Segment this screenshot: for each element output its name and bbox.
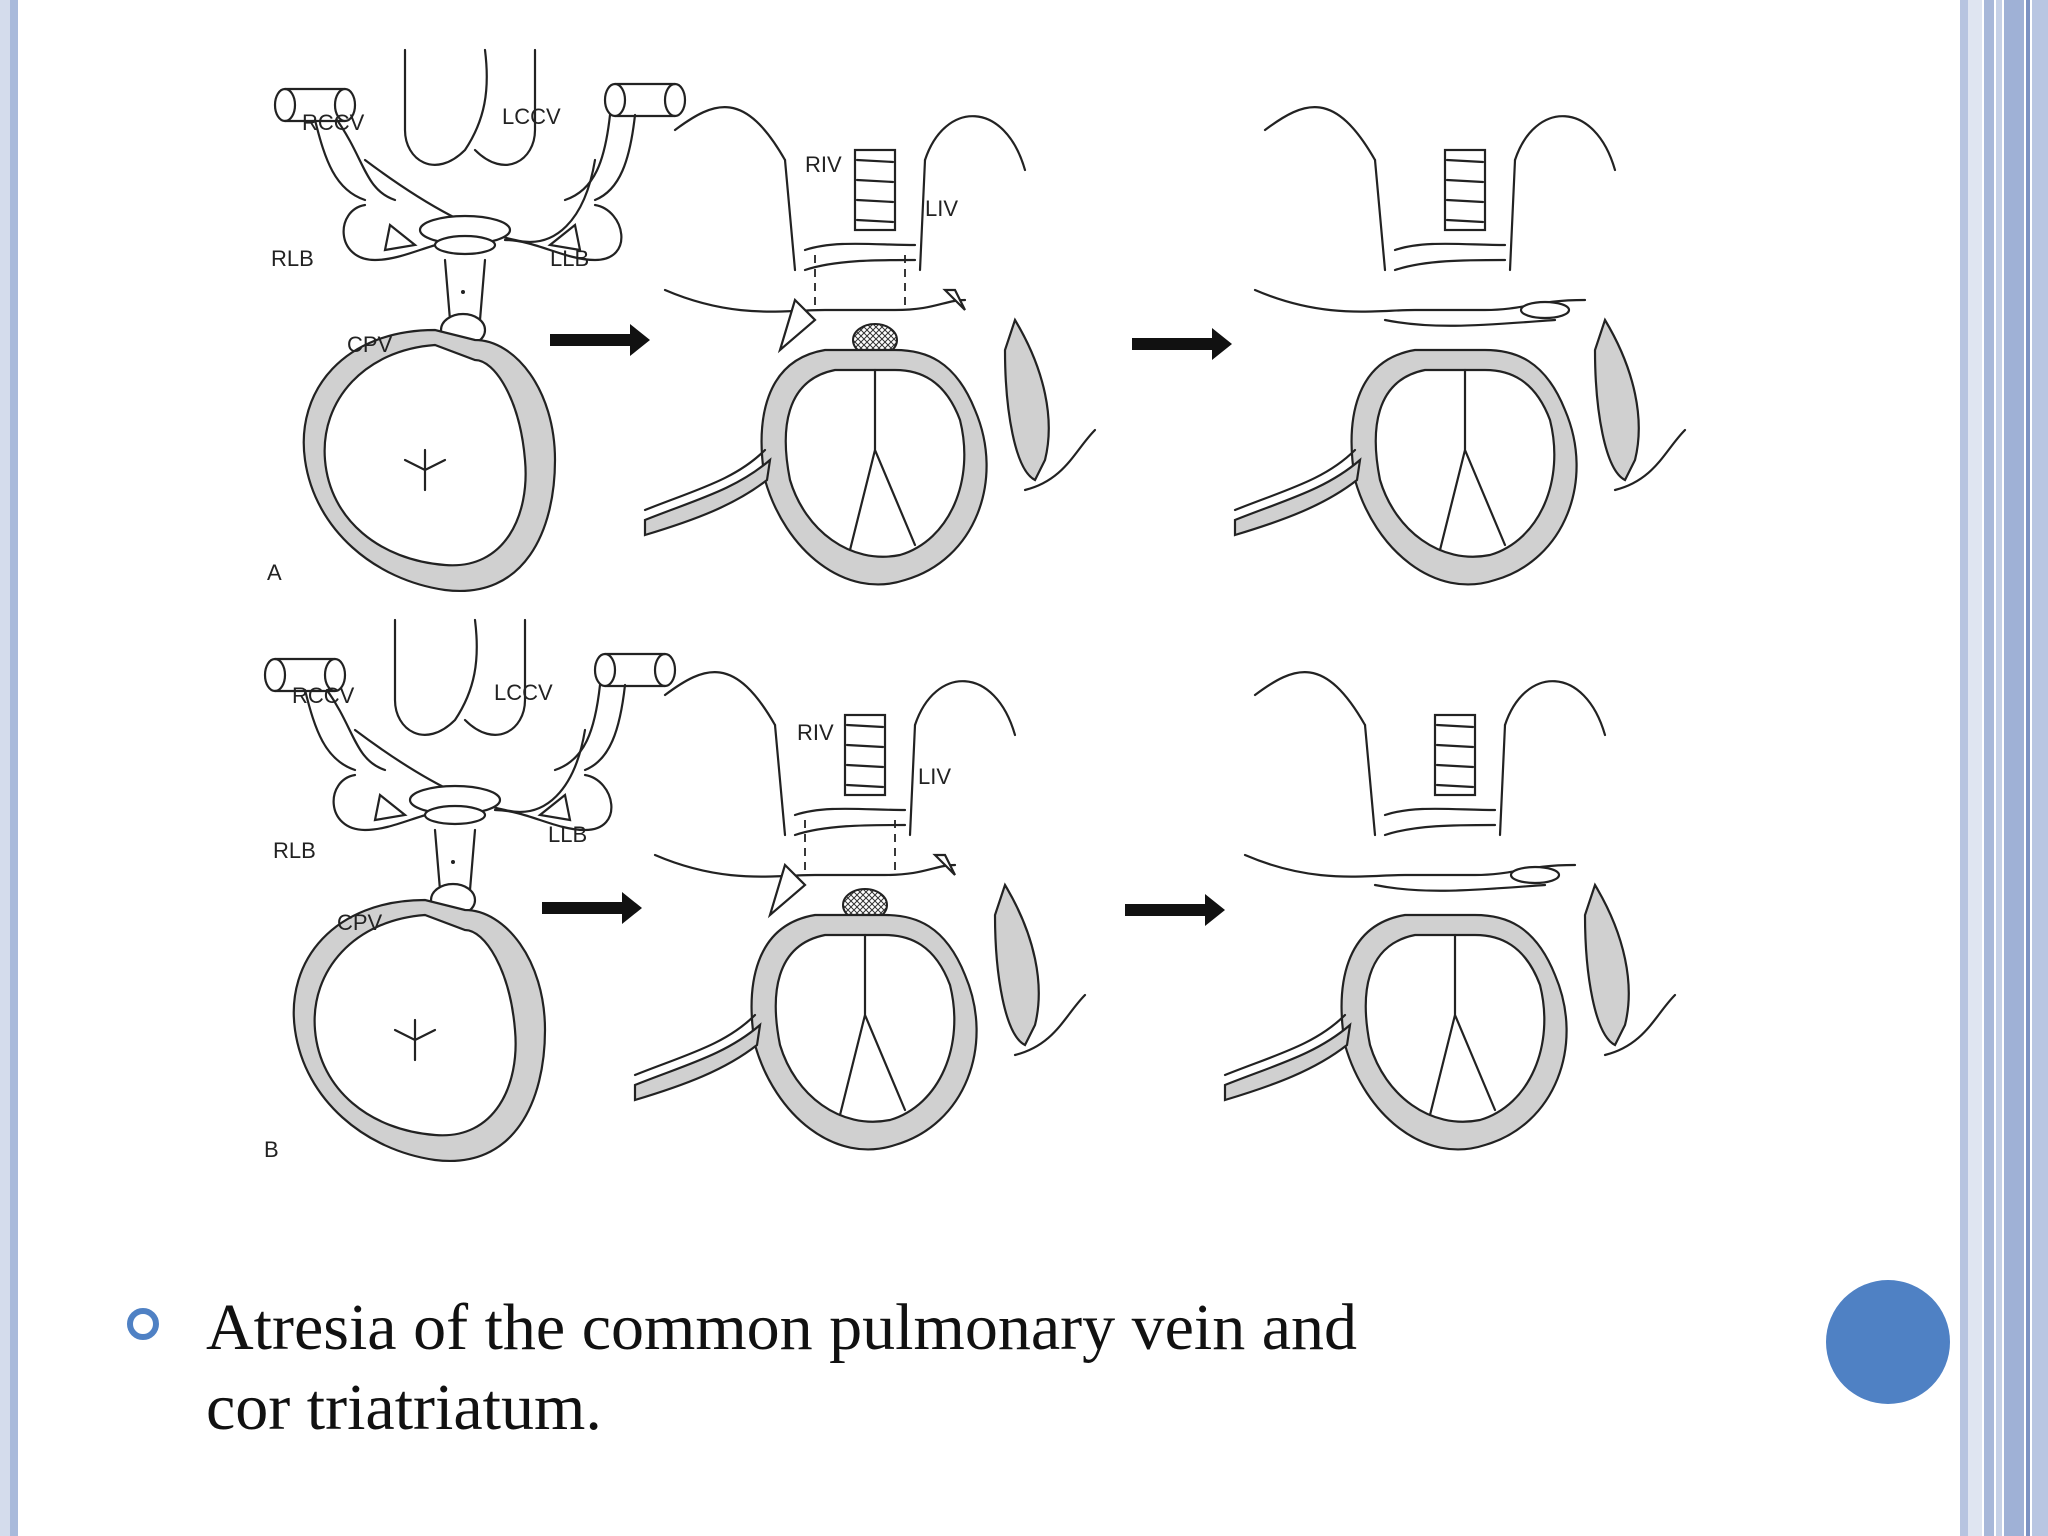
slide-frame-left-stripe bbox=[10, 0, 18, 1536]
frame-stripe bbox=[2026, 0, 2030, 1536]
label-riv: RIV bbox=[805, 152, 842, 177]
panel-b: RCCV LCCV RLB LLB CPV RIV LIV B bbox=[263, 618, 1677, 1163]
bullet-line-1: Atresia of the common pulmonary vein and bbox=[206, 1291, 1358, 1364]
label-rccv: RCCV bbox=[302, 110, 365, 135]
bullet-icon bbox=[127, 1308, 159, 1340]
label-llb: LLB bbox=[548, 822, 587, 847]
bullet-text: Atresia of the common pulmonary vein and… bbox=[206, 1288, 1806, 1448]
label-cpv: CPV bbox=[347, 332, 393, 357]
bullet-line-2: cor triatriatum. bbox=[206, 1371, 602, 1444]
panel-a-arrow-2 bbox=[1132, 328, 1232, 360]
panel-b-stage-2 bbox=[633, 671, 1087, 1151]
panel-a-arrow-1 bbox=[550, 324, 650, 356]
label-rlb: RLB bbox=[273, 838, 316, 863]
panel-b-arrow-2 bbox=[1125, 894, 1225, 926]
panel-b-stage-3 bbox=[1223, 671, 1677, 1151]
panel-a: RCCV LCCV RLB LLB CPV RIV LIV A bbox=[267, 48, 1687, 593]
label-rccv: RCCV bbox=[292, 683, 355, 708]
label-lccv: LCCV bbox=[502, 104, 561, 129]
label-liv: LIV bbox=[918, 764, 951, 789]
frame-stripe bbox=[2004, 0, 2024, 1536]
frame-stripe bbox=[1960, 0, 1968, 1536]
frame-stripe bbox=[1984, 0, 1994, 1536]
decorative-circle bbox=[1826, 1280, 1950, 1404]
label-liv: LIV bbox=[925, 196, 958, 221]
frame-stripe bbox=[1996, 0, 2002, 1536]
panel-letter-b: B bbox=[264, 1137, 279, 1162]
embryology-figure: RCCV LCCV RLB LLB CPV RIV LIV A RCCV LCC… bbox=[263, 48, 1687, 1163]
label-llb: LLB bbox=[550, 246, 589, 271]
panel-b-arrow-1 bbox=[542, 892, 642, 924]
label-rlb: RLB bbox=[271, 246, 314, 271]
panel-a-stage-3 bbox=[1233, 106, 1687, 586]
frame-stripe bbox=[2032, 0, 2048, 1536]
label-riv: RIV bbox=[797, 720, 834, 745]
panel-a-stage-2 bbox=[643, 106, 1097, 586]
label-cpv: CPV bbox=[337, 910, 383, 935]
panel-letter-a: A bbox=[267, 560, 282, 585]
label-lccv: LCCV bbox=[494, 680, 553, 705]
frame-stripe bbox=[1968, 0, 1982, 1536]
